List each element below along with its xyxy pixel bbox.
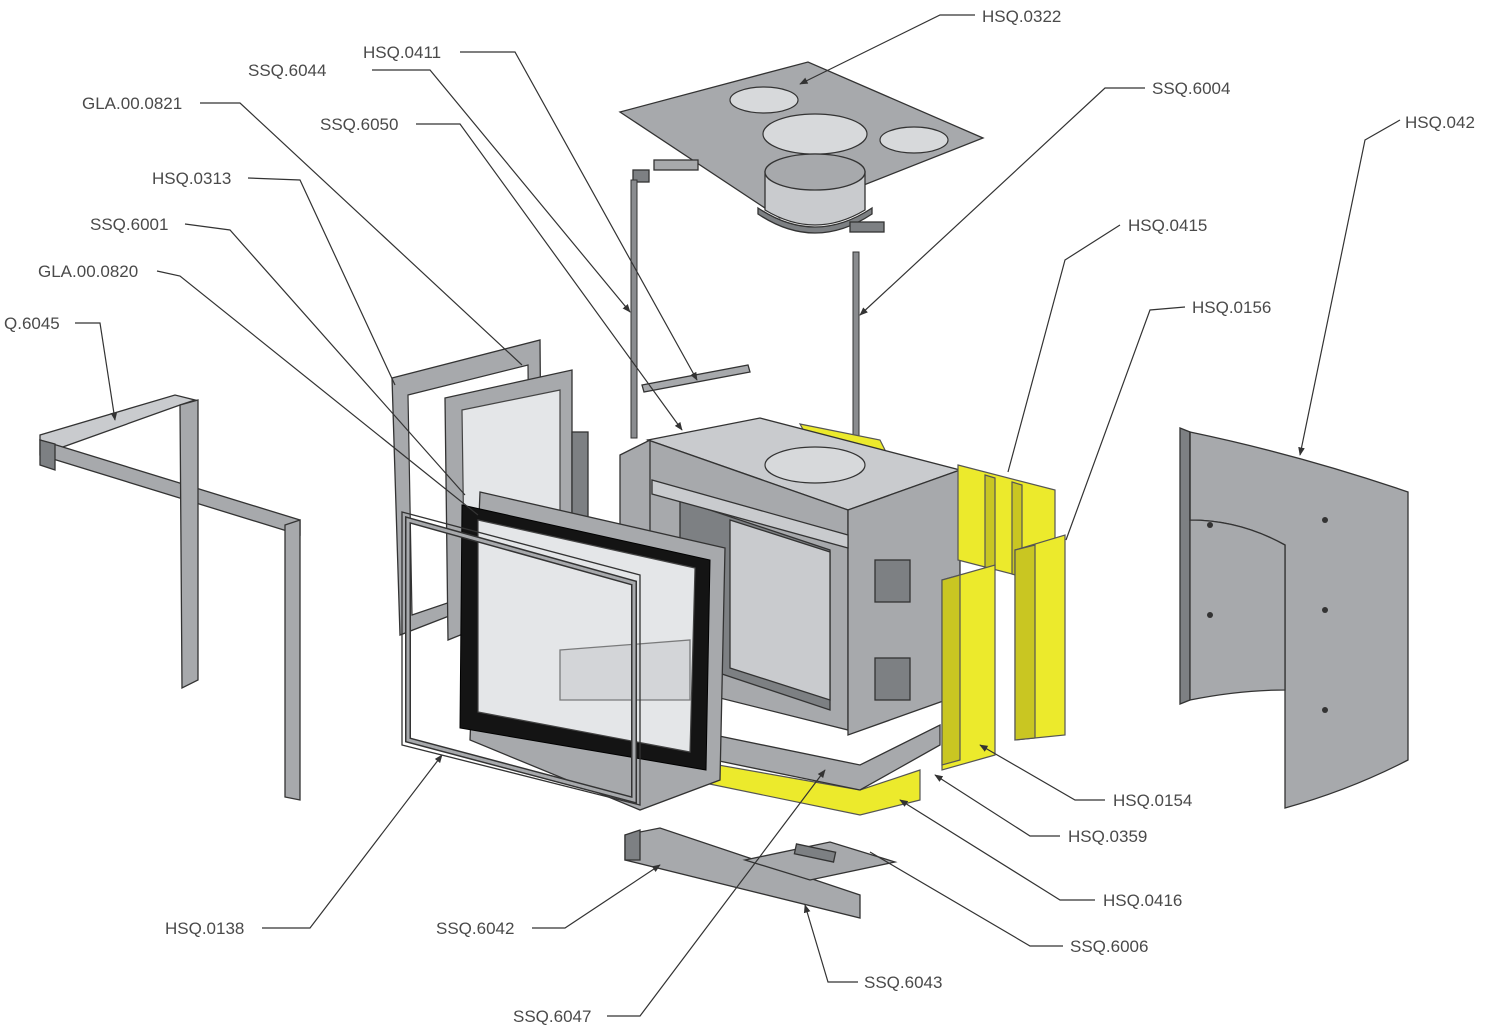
label-hsq-0411: HSQ.0411 bbox=[363, 43, 441, 62]
label-hsq-0313: HSQ.0313 bbox=[152, 169, 231, 188]
label-hsq-0415: HSQ.0415 bbox=[1128, 216, 1207, 235]
label-ssq-6050: SSQ.6050 bbox=[320, 115, 398, 134]
leader-lines bbox=[75, 14, 1401, 1017]
door-with-seal bbox=[459, 491, 726, 811]
label-ssq-6043: SSQ.6043 bbox=[864, 973, 942, 992]
label-ssq-6006: SSQ.6006 bbox=[1070, 937, 1148, 956]
label-ssq-6044: SSQ.6044 bbox=[248, 61, 326, 80]
label-hsq-0138: HSQ.0138 bbox=[165, 919, 244, 938]
front-surround-frame bbox=[39, 394, 301, 801]
label-hsq-0322: HSQ.0322 bbox=[982, 7, 1061, 26]
side-cladding-panel bbox=[1179, 427, 1409, 809]
label-hsq-0156: HSQ.0156 bbox=[1192, 298, 1271, 317]
label-gla-00-0821: GLA.00.0821 bbox=[82, 94, 182, 113]
part-labels: HSQ.0322 HSQ.0411 SSQ.6044 GLA.00.0821 S… bbox=[4, 7, 1475, 1025]
label-q-6045: Q.6045 bbox=[4, 314, 60, 333]
ash-pan-parts bbox=[624, 827, 898, 919]
label-ssq-6004: SSQ.6004 bbox=[1152, 79, 1230, 98]
label-gla-00-0820: GLA.00.0820 bbox=[38, 262, 138, 281]
label-ssq-6042: SSQ.6042 bbox=[436, 919, 514, 938]
label-hsq-0359: HSQ.0359 bbox=[1068, 827, 1147, 846]
label-ssq-6047: SSQ.6047 bbox=[513, 1007, 591, 1025]
label-ssq-6001: SSQ.6001 bbox=[90, 215, 168, 234]
top-plate bbox=[618, 61, 985, 234]
label-hsq-042: HSQ.042 bbox=[1405, 113, 1475, 132]
label-hsq-0154: HSQ.0154 bbox=[1113, 791, 1192, 810]
label-hsq-0416: HSQ.0416 bbox=[1103, 891, 1182, 910]
side-insulation bbox=[941, 464, 1066, 771]
front-glass-frame bbox=[401, 511, 641, 806]
